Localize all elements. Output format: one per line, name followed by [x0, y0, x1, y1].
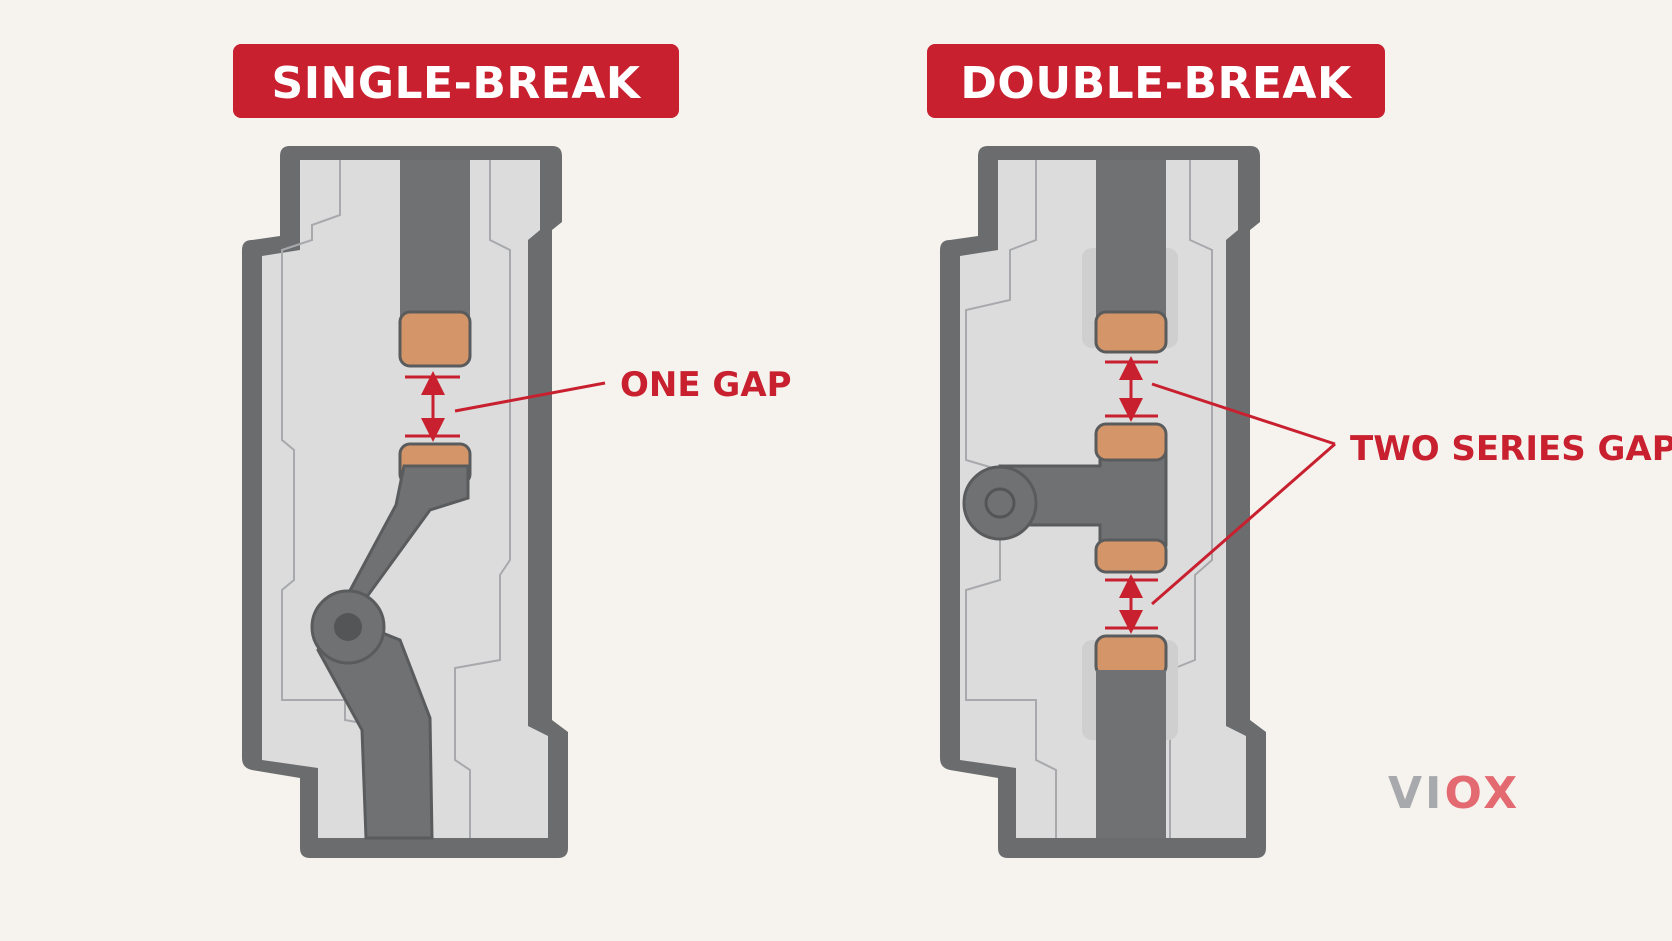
double-break-bridge-bottom-contact: [1094, 538, 1168, 574]
single-break-channel-outline: [281, 160, 391, 838]
logo-accent: OX: [1444, 768, 1520, 819]
double-break-lower-gap-indicator: [1105, 574, 1158, 634]
double-break-pivot-pin: [984, 487, 1016, 519]
double-break-callout: TWO SERIES GAPS: [1350, 429, 1672, 469]
double-break-upper-gap-indicator: [1105, 356, 1158, 422]
single-break-moving-arm: [316, 464, 470, 840]
double-break-title-badge: [927, 44, 1385, 118]
svg-text:VIOX: VIOX: [1388, 768, 1520, 819]
double-break-panel: DOUBLE-BREAK: [927, 44, 1672, 858]
single-break-gap-indicator: [405, 371, 460, 442]
single-break-pivot-pin: [334, 613, 362, 641]
viox-logo: VIOX: [1388, 768, 1520, 819]
double-break-title: DOUBLE-BREAK: [960, 58, 1353, 109]
single-break-channel-outline-right: [454, 160, 511, 838]
double-break-callout-leader-lower: [1151, 442, 1336, 606]
single-break-panel: SINGLE-BREAK ONE GAP: [233, 44, 792, 858]
double-break-callout-leader-upper: [1151, 382, 1336, 446]
single-break-title-badge: [233, 44, 679, 118]
double-break-lower-conductor: [1096, 670, 1166, 838]
single-break-callout: ONE GAP: [620, 365, 792, 405]
single-break-fixed-contact: [398, 310, 472, 368]
logo-prefix: VI: [1388, 768, 1444, 819]
single-break-callout-leader: [454, 381, 606, 413]
single-break-title: SINGLE-BREAK: [272, 58, 642, 109]
double-break-upper-contact: [1094, 310, 1168, 354]
double-break-upper-conductor: [1096, 160, 1166, 330]
double-break-bridge-top-contact: [1094, 422, 1168, 462]
